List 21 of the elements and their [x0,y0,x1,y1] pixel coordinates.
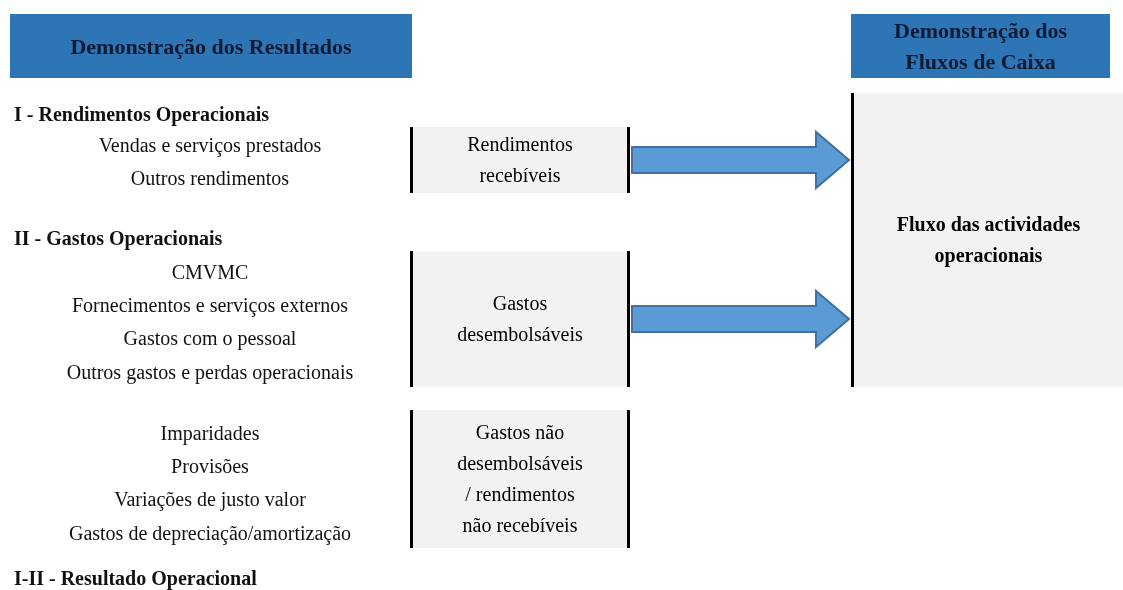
line-item: Gastos com o pessoal [122,326,298,352]
line-item: Provisões [170,454,250,479]
block-arrow [631,288,851,350]
line-item: Imparidades [159,421,261,447]
section-heading: I-II - Resultado Operacional [14,566,257,590]
line-item: Outros gastos e perdas operacionais [65,360,355,386]
line-item: Variações de justo valor [113,487,307,513]
category-box: Rendimentos recebíveis [410,127,630,193]
line-item: CMVMC [170,260,250,285]
line-item: Outros rendimentos [129,166,291,191]
category-box: Gastos não desembolsáveis / rendimentos não recebíveis [410,410,630,548]
header-banner: Demonstração dos Resultados [10,14,412,78]
line-item: Vendas e serviços prestados [97,133,323,159]
section-heading: I - Rendimentos Operacionais [14,102,269,128]
line-item: Gastos de depreciação/amortização [67,521,353,547]
section-heading: II - Gastos Operacionais [14,226,223,252]
line-item: Fornecimentos e serviços externos [70,293,349,319]
cash-flow-box: Fluxo das actividades operacionais [851,93,1123,387]
header-banner: Demonstração dos Fluxos de Caixa [851,14,1110,78]
category-box: Gastos desembolsáveis [410,251,630,387]
block-arrow [631,129,851,191]
